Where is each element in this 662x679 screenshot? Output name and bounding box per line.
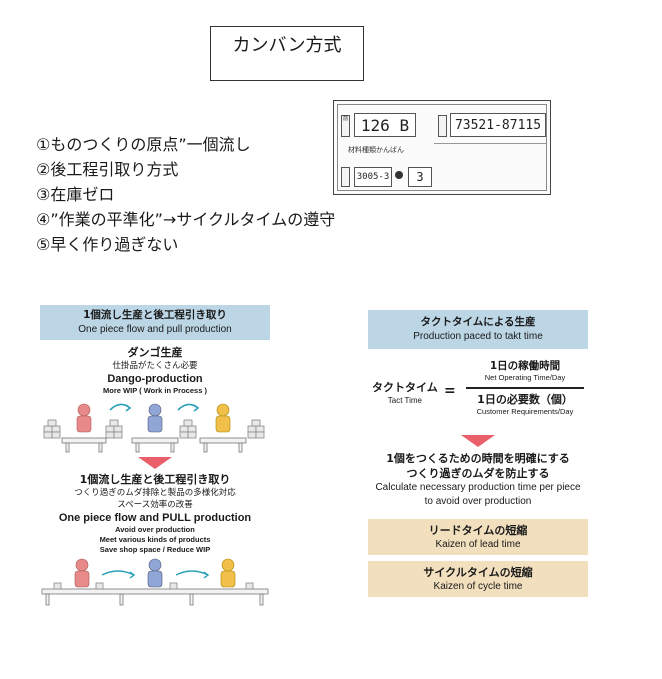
kaizen-en: Kaizen of cycle time — [433, 581, 523, 592]
principles-list: ①ものつくりの原点”一個流し ②後工程引取り方式 ③在庫ゼロ ④”作業の平準化”… — [36, 132, 416, 257]
worker-blue — [147, 558, 163, 588]
workers-flow-illustration — [41, 558, 269, 606]
flow-point-en: Save shop space / Reduce WIP — [99, 545, 211, 554]
flow-arrows — [109, 403, 200, 412]
workbenches — [41, 588, 269, 606]
kanban-dot — [395, 171, 403, 179]
principle-item: ④”作業の平準化”→サイクルタイムの遵守 — [36, 210, 336, 229]
kanban-part-code: 126 B — [354, 113, 416, 137]
flow-point-en: Meet various kinds of products — [99, 535, 211, 544]
flow-title-en: One piece flow and PULL production — [58, 512, 252, 524]
one-piece-flow-panel: 1個流し生産と後工程引き取り One piece flow and pull p… — [40, 305, 270, 650]
kaizen-en: Kaizen of lead time — [435, 539, 521, 550]
kanban-side-mark — [438, 115, 447, 137]
flow-sub2-jp: スペース効率の改善 — [117, 500, 193, 510]
kanban-card: 前 126 B 73521-87115 材料種類かんばん 3005-3 3 — [333, 100, 551, 195]
numerator-en: Net Operating Time/Day — [484, 373, 566, 382]
one-piece-flow-illustration — [40, 555, 270, 607]
principle-item: ⑤早く作り過ぎない — [36, 235, 179, 254]
kanban-part-number: 73521-87115 — [450, 113, 546, 137]
flow-point-en: Avoid over production — [115, 525, 195, 534]
worker-yellow — [220, 558, 236, 588]
left-header-en: One piece flow and pull production — [78, 324, 232, 335]
takt-time-panel: タクトタイムによる生産 Production paced to takt tim… — [368, 310, 588, 640]
kaizen-cycle-time-box: サイクルタイムの短縮 Kaizen of cycle time — [368, 561, 588, 597]
kaizen-jp: サイクルタイムの短縮 — [423, 566, 533, 579]
page-title: カンバン方式 — [232, 35, 342, 56]
fraction-bar — [466, 387, 584, 389]
statement-jp: つくり過ぎのムダを防止する — [406, 467, 550, 480]
kaizen-jp: リードタイムの短縮 — [428, 524, 528, 537]
right-header-jp: タクトタイムによる生産 — [420, 316, 536, 328]
dango-sub-en: More WIP ( Work in Process ) — [103, 386, 207, 395]
statement-jp: 1個をつくるための時間を明確にする — [386, 452, 570, 465]
right-panel-header: タクトタイムによる生産 Production paced to takt tim… — [368, 310, 588, 349]
kaizen-lead-time-box: リードタイムの短縮 Kaizen of lead time — [368, 519, 588, 555]
kanban-material-name: 材料種類かんばん — [348, 146, 404, 154]
worker-red — [74, 558, 90, 588]
workbenches — [61, 437, 247, 453]
flow-sub-jp: つくり過ぎのムダ排除と製品の多様化対応 — [74, 488, 236, 498]
principle-item: ③在庫ゼロ — [36, 185, 115, 204]
title-box: カンバン方式 — [210, 26, 364, 81]
takt-time-formula: タクトタイム Tact Time = 1日の稼働時間 Net Operating… — [368, 359, 588, 429]
statement-en: Calculate necessary production time per … — [375, 482, 581, 493]
left-header-jp: 1個流し生産と後工程引き取り — [83, 309, 227, 321]
flow-arrows — [101, 570, 210, 579]
left-panel-header: 1個流し生産と後工程引き取り One piece flow and pull p… — [40, 305, 270, 340]
takt-time-label-jp: タクトタイム — [372, 381, 438, 394]
flow-title-jp: 1個流し生産と後工程引き取り — [79, 473, 231, 486]
wip-stacks — [43, 419, 265, 439]
worker-blue — [147, 403, 163, 433]
single-pieces — [53, 582, 254, 590]
denominator-jp: 1日の必要数（個） — [477, 393, 573, 406]
principle-item: ①ものつくりの原点”一個流し — [36, 135, 251, 154]
kanban-detail-lines — [434, 143, 546, 165]
statement-en: to avoid over production — [424, 496, 532, 507]
takt-time-label-en: Tact Time — [387, 396, 422, 405]
workers-batch-illustration — [43, 403, 265, 453]
down-arrow-icon — [138, 457, 172, 469]
right-header-en: Production paced to takt time — [413, 331, 543, 342]
worker-red — [76, 403, 92, 433]
kanban-side-mark — [341, 167, 350, 187]
dango-production-illustration — [40, 396, 270, 454]
numerator-jp: 1日の稼働時間 — [489, 360, 561, 372]
formula-fraction: 1日の稼働時間 Net Operating Time/Day 1日の必要数（個）… — [466, 359, 584, 417]
kanban-count: 3 — [408, 167, 432, 187]
down-arrow-icon — [461, 435, 495, 447]
dango-sub-jp: 仕掛品がたくさん必要 — [112, 361, 198, 371]
kanban-side-label: 前 — [341, 115, 350, 137]
dango-title-jp: ダンゴ生産 — [127, 346, 183, 359]
worker-yellow — [215, 403, 231, 433]
dango-title-en: Dango-production — [107, 373, 203, 385]
kanban-bottom-code: 3005-3 — [354, 167, 392, 187]
denominator-en: Customer Requirements/Day — [476, 407, 574, 416]
equals-sign: = — [444, 383, 456, 399]
principle-item: ②後工程引取り方式 — [36, 160, 179, 179]
